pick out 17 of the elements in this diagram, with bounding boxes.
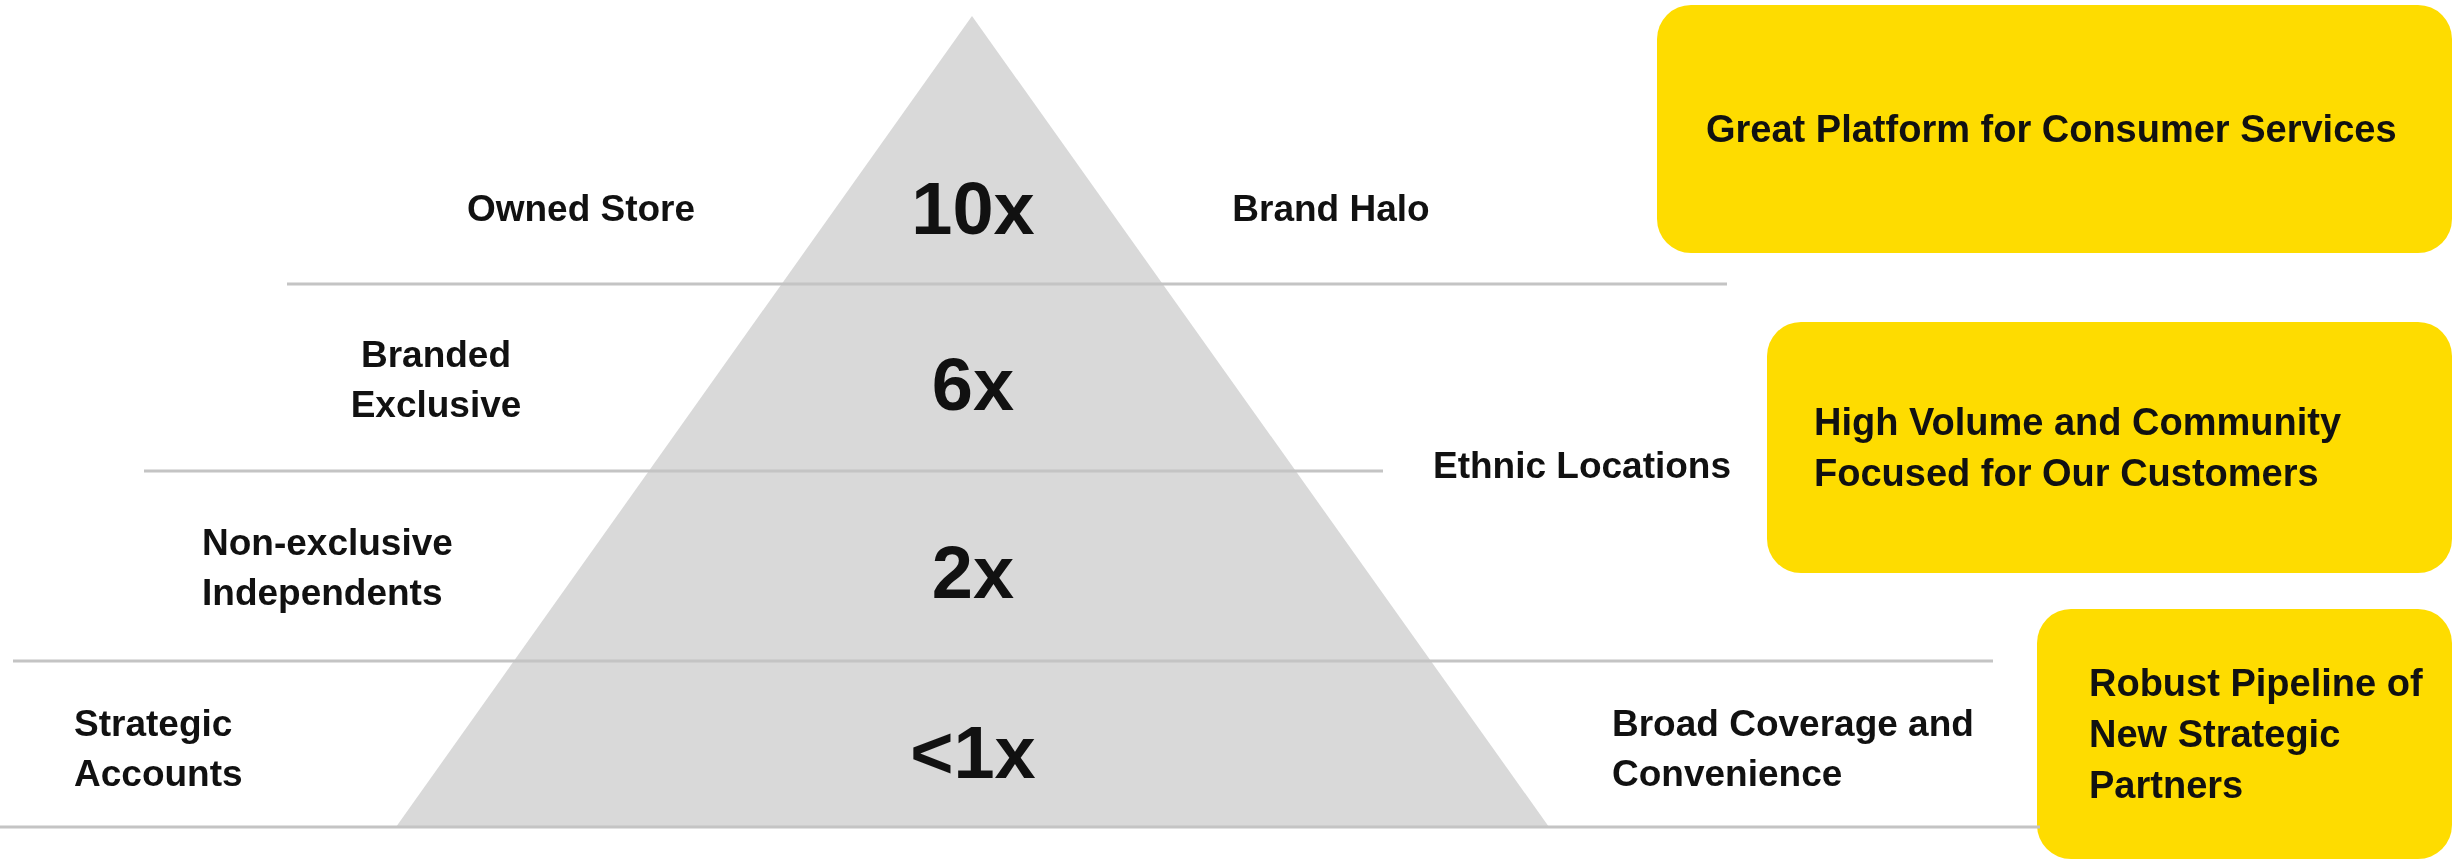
tier-label: Brand Halo bbox=[1231, 187, 1431, 231]
multiplier-value: 10x bbox=[911, 169, 1035, 249]
card-text: High Volume and Community Focused for Our Customers bbox=[1814, 399, 2343, 496]
multiplier-value: <1x bbox=[910, 713, 1036, 793]
highlight-card bbox=[1767, 322, 2452, 573]
card-text: Great Platform for Consumer Services bbox=[1706, 106, 2397, 152]
tier-label: Strategic Accounts bbox=[74, 702, 244, 796]
highlight-card bbox=[2037, 609, 2452, 859]
tier-label: Branded Exclusive bbox=[349, 333, 523, 427]
multiplier-value: 2x bbox=[931, 533, 1015, 613]
highlight-card bbox=[1657, 5, 2452, 253]
card-text: Robust Pipeline of New Strategic Partners bbox=[2089, 660, 2424, 808]
tier-label: Broad Coverage and Convenience bbox=[1612, 702, 1975, 796]
tier-label: Owned Store bbox=[465, 187, 697, 231]
multiplier-value: 6x bbox=[931, 345, 1015, 425]
tier-label: Ethnic Locations bbox=[1431, 444, 1733, 488]
tier-label: Non-exclusive Independents bbox=[202, 521, 454, 615]
